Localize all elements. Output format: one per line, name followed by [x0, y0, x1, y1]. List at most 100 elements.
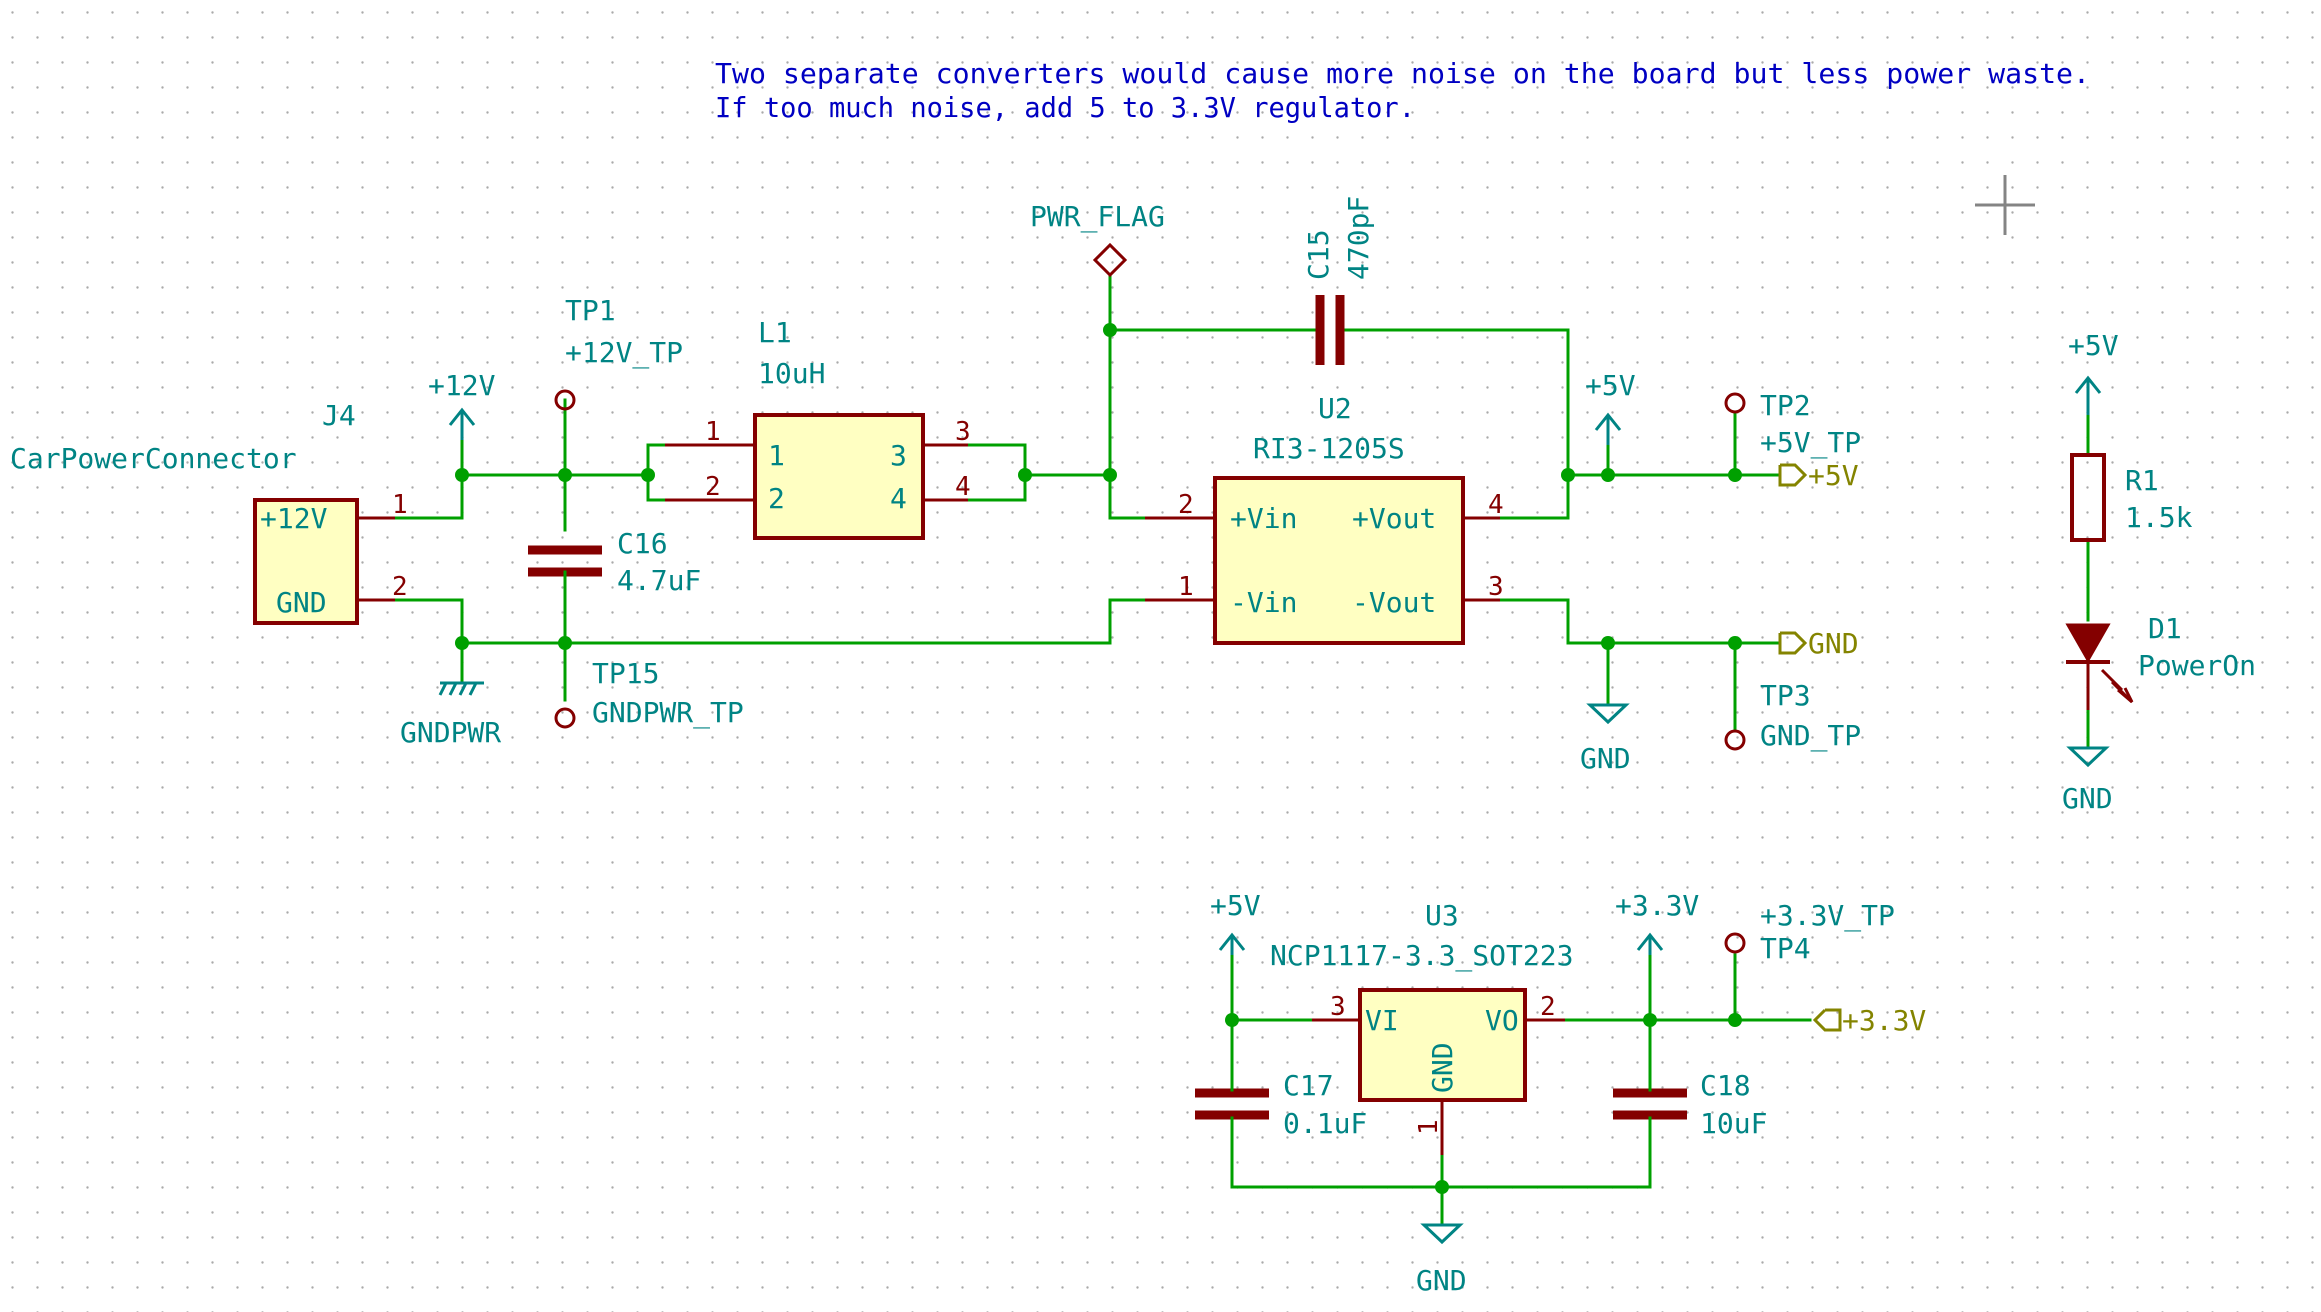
l1-pin1: 1 — [705, 417, 721, 447]
u3-vo: VO — [1485, 1004, 1519, 1037]
power-symbol-5v-led[interactable]: +5V — [2068, 329, 2119, 415]
note-line-2: If too much noise, add 5 to 3.3V regulat… — [715, 91, 1415, 124]
power-symbol-12v[interactable]: +12V — [428, 369, 496, 440]
gnd-reg-label: GND — [1416, 1264, 1467, 1297]
j4-pin2-number: 2 — [392, 572, 408, 602]
u2-ref: U2 — [1318, 392, 1352, 425]
u2-vout-pos: +Vout — [1352, 502, 1436, 535]
pwr-flag-label: PWR_FLAG — [1030, 200, 1165, 234]
c18-value: 10uF — [1700, 1107, 1767, 1140]
u2-vout-neg: -Vout — [1352, 586, 1436, 619]
u3-vi: VI — [1365, 1004, 1399, 1037]
l1-pin3: 3 — [955, 417, 971, 447]
tp3-value: GND_TP — [1760, 719, 1861, 753]
u3-ref: U3 — [1425, 899, 1459, 932]
capacitor-c17[interactable]: C17 0.1uF — [1195, 1069, 1367, 1152]
u2-pin3: 3 — [1488, 572, 1504, 602]
u2-vin-neg: -Vin — [1230, 586, 1297, 619]
c18-ref: C18 — [1700, 1069, 1751, 1102]
pwr-flag[interactable]: PWR_FLAG — [1030, 200, 1165, 278]
l1-pin2-name: 2 — [768, 482, 785, 515]
led-d1[interactable]: D1 PowerOn — [2065, 612, 2256, 710]
power-symbol-3v3[interactable]: +3.3V — [1615, 889, 1699, 955]
resistor-r1[interactable]: R1 1.5k — [2070, 453, 2193, 542]
test-point-tp3[interactable]: TP3 GND_TP — [1724, 679, 1861, 753]
u2-body — [1213, 476, 1465, 645]
u3-pin1: 1 — [1414, 1119, 1444, 1135]
c16-ref: C16 — [617, 527, 668, 560]
power-3v3-label: +3.3V — [1615, 889, 1699, 922]
capacitor-c15[interactable]: C15 470pF — [1273, 196, 1382, 365]
u3-body — [1358, 988, 1527, 1102]
cursor-crosshair — [1975, 175, 2035, 235]
capacitor-c18[interactable]: C18 10uF — [1613, 1069, 1767, 1152]
l1-value: 10uH — [758, 357, 825, 390]
power-12v-label: +12V — [428, 369, 496, 402]
j4-value: CarPowerConnector — [10, 442, 297, 475]
global-label-5v-text: +5V — [1808, 459, 1859, 492]
tp1-value: +12V_TP — [565, 336, 683, 370]
r1-ref: R1 — [2125, 464, 2159, 497]
test-point-tp1[interactable]: TP1 +12V_TP — [554, 294, 683, 411]
l1-body — [753, 413, 925, 540]
gndpwr-label: GNDPWR — [400, 716, 501, 749]
gnd-symbol-output[interactable]: GND — [1580, 703, 1631, 775]
c15-ref: C15 — [1302, 229, 1335, 280]
u3-pin2: 2 — [1540, 992, 1556, 1022]
gnd-symbol-led[interactable]: GND — [2062, 746, 2113, 815]
u3-gnd: GND — [1426, 1042, 1459, 1093]
l1-pin2: 2 — [705, 472, 721, 502]
gnd-symbol-reg[interactable]: GND — [1416, 1223, 1467, 1297]
test-point-tp2[interactable]: TP2 +5V_TP — [1724, 389, 1861, 460]
regulator-u3[interactable]: U3 NCP1117-3.3_SOT223 3 2 1 VI VO GND — [1270, 899, 1573, 1155]
note-text: Two separate converters would cause more… — [715, 57, 2090, 124]
tp2-value: +5V_TP — [1760, 426, 1861, 460]
r1-value: 1.5k — [2125, 501, 2193, 534]
connector-j4[interactable]: J4 CarPowerConnector +12V GND 1 2 — [10, 399, 408, 625]
u3-value: NCP1117-3.3_SOT223 — [1270, 939, 1573, 973]
global-label-gnd-text: GND — [1808, 627, 1859, 660]
l1-pin4: 4 — [955, 472, 971, 502]
global-label-3v3[interactable]: +3.3V — [1812, 1004, 1926, 1037]
l1-pin4-name: 4 — [890, 482, 907, 515]
power-symbol-5v-reg[interactable]: +5V — [1210, 889, 1261, 955]
u2-vin-pos: +Vin — [1230, 502, 1297, 535]
c16-value: 4.7uF — [617, 564, 701, 597]
power-5v-led-label: +5V — [2068, 329, 2119, 362]
l1-pin3-name: 3 — [890, 439, 907, 472]
tp1-ref: TP1 — [565, 294, 616, 327]
u2-pin1: 1 — [1178, 572, 1194, 602]
j4-pin1-number: 1 — [392, 490, 408, 520]
r1-body — [2070, 453, 2106, 542]
j4-body — [253, 498, 359, 625]
converter-u2[interactable]: U2 RI3-1205S 2 1 4 3 +Vin -Vin +Vout -Vo… — [1145, 392, 1504, 645]
tp4-ref: TP4 — [1760, 932, 1811, 965]
c17-value: 0.1uF — [1283, 1107, 1367, 1140]
c15-value: 470pF — [1342, 196, 1375, 280]
global-label-3v3-text: +3.3V — [1842, 1004, 1926, 1037]
c17-ref: C17 — [1283, 1069, 1334, 1102]
j4-ref: J4 — [322, 399, 356, 432]
gnd-led-label: GND — [2062, 782, 2113, 815]
wires — [393, 273, 2090, 1227]
gndpwr-symbol[interactable]: GNDPWR — [400, 681, 501, 749]
power-5v-reg-label: +5V — [1210, 889, 1261, 922]
test-point-tp15[interactable]: TP15 GNDPWR_TP — [554, 657, 744, 730]
capacitor-c16[interactable]: C16 4.7uF — [528, 527, 701, 597]
d1-value: PowerOn — [2138, 649, 2256, 682]
u2-pin4: 4 — [1488, 490, 1504, 520]
tp4-value: +3.3V_TP — [1760, 899, 1895, 933]
j4-pin1-name: +12V — [260, 502, 328, 535]
power-symbol-5v-output[interactable]: +5V — [1585, 369, 1636, 445]
test-point-tp4[interactable]: +3.3V_TP TP4 — [1724, 899, 1895, 965]
global-label-gnd[interactable]: GND — [1778, 627, 1859, 660]
inductor-l1[interactable]: L1 10uH 1 2 3 4 1 2 3 4 — [665, 316, 971, 540]
gnd-output-label: GND — [1580, 742, 1631, 775]
l1-pin1-name: 1 — [768, 439, 785, 472]
u2-value: RI3-1205S — [1253, 432, 1405, 465]
tp2-ref: TP2 — [1760, 389, 1811, 422]
tp15-ref: TP15 — [592, 657, 659, 690]
global-label-5v[interactable]: +5V — [1778, 459, 1859, 492]
